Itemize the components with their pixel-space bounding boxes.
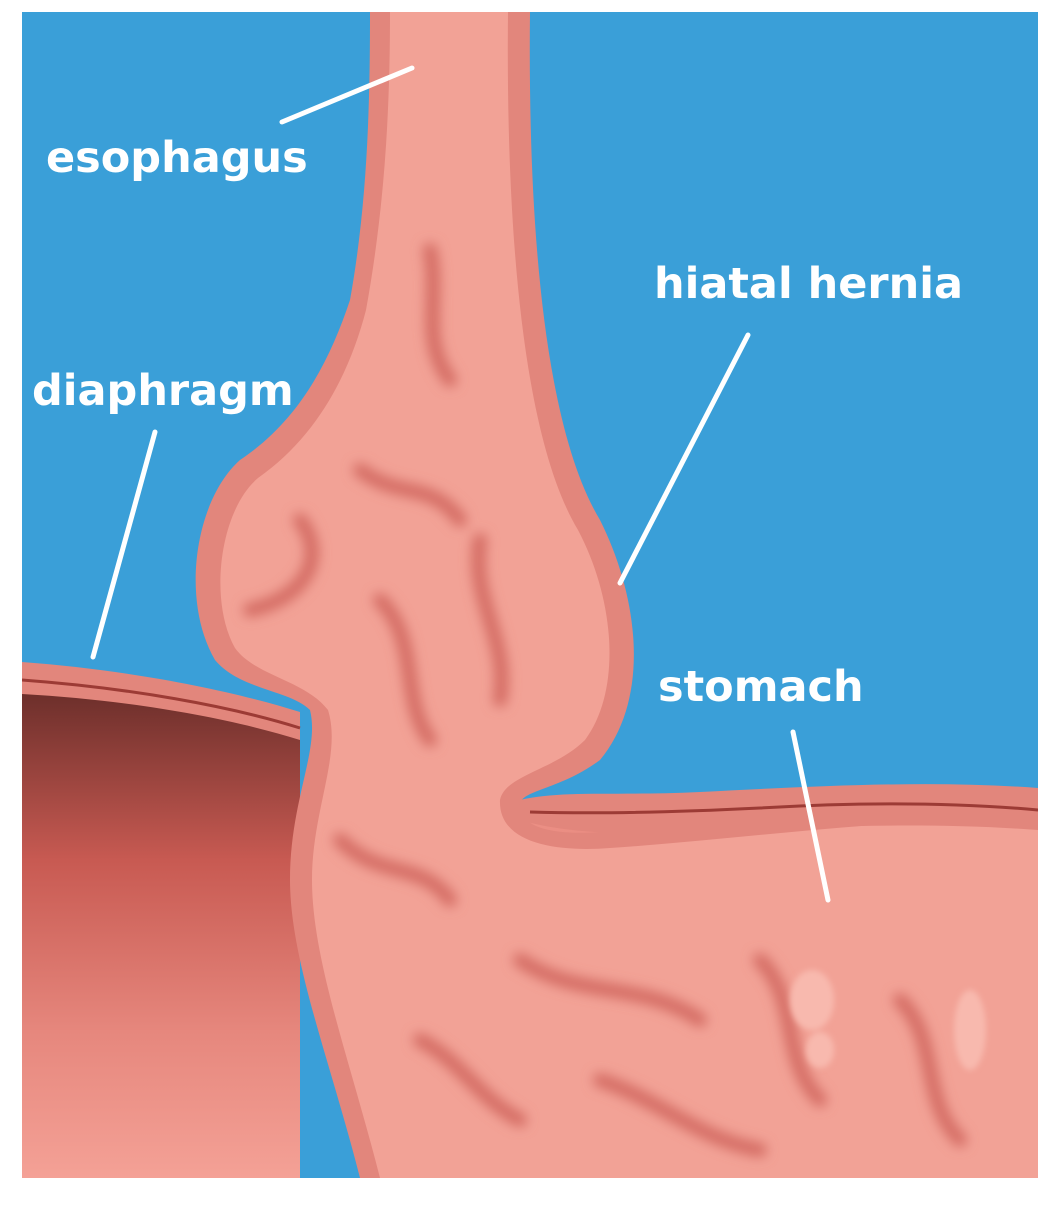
label-diaphragm: diaphragm (32, 366, 294, 416)
label-hiatal-hernia: hiatal hernia (654, 259, 963, 309)
label-esophagus: esophagus (46, 133, 308, 183)
abdominal-cavity (22, 690, 300, 1178)
label-stomach: stomach (658, 662, 864, 712)
hiatal-hernia-illustration: esophagus hiatal hernia diaphragm stomac… (22, 12, 1038, 1178)
anatomy-diagram: esophagus hiatal hernia diaphragm stomac… (22, 12, 1038, 1178)
